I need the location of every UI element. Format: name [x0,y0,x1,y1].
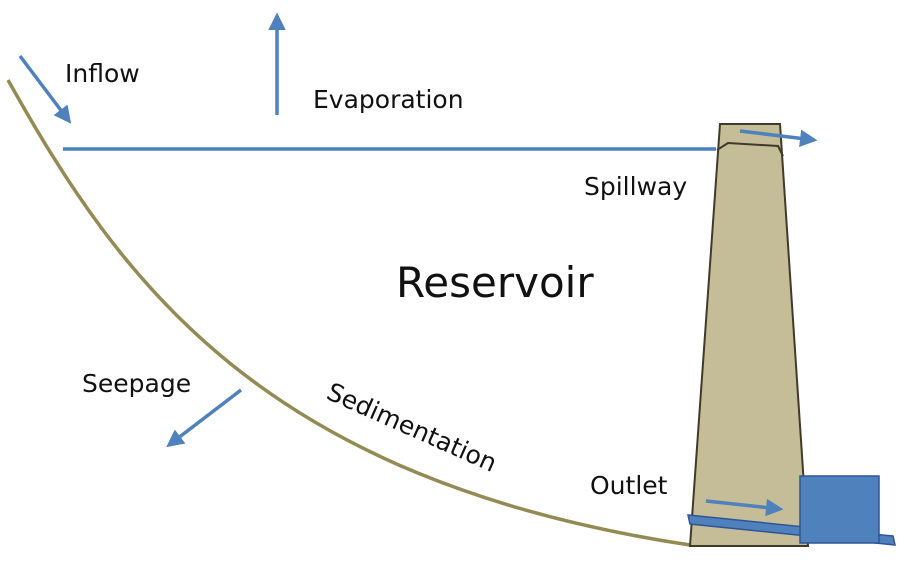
spillway-arrow [739,129,818,147]
outlet-box [799,475,880,544]
ground-line [6,79,691,547]
inflow-label: Inflow [65,59,140,88]
spillway-label: Spillway [584,172,687,201]
outlet-arrow [705,498,784,517]
dam-body [688,123,810,547]
sedimentation-label: Sedimentation [323,377,502,478]
spillway-crest [716,141,784,157]
inflow-arrow [18,54,72,124]
outlet-label: Outlet [590,471,668,500]
evaporation-label: Evaporation [313,85,464,114]
seepage-arrow [166,388,243,448]
reservoir-label: Reservoir [396,258,594,307]
seepage-label: Seepage [82,369,191,398]
